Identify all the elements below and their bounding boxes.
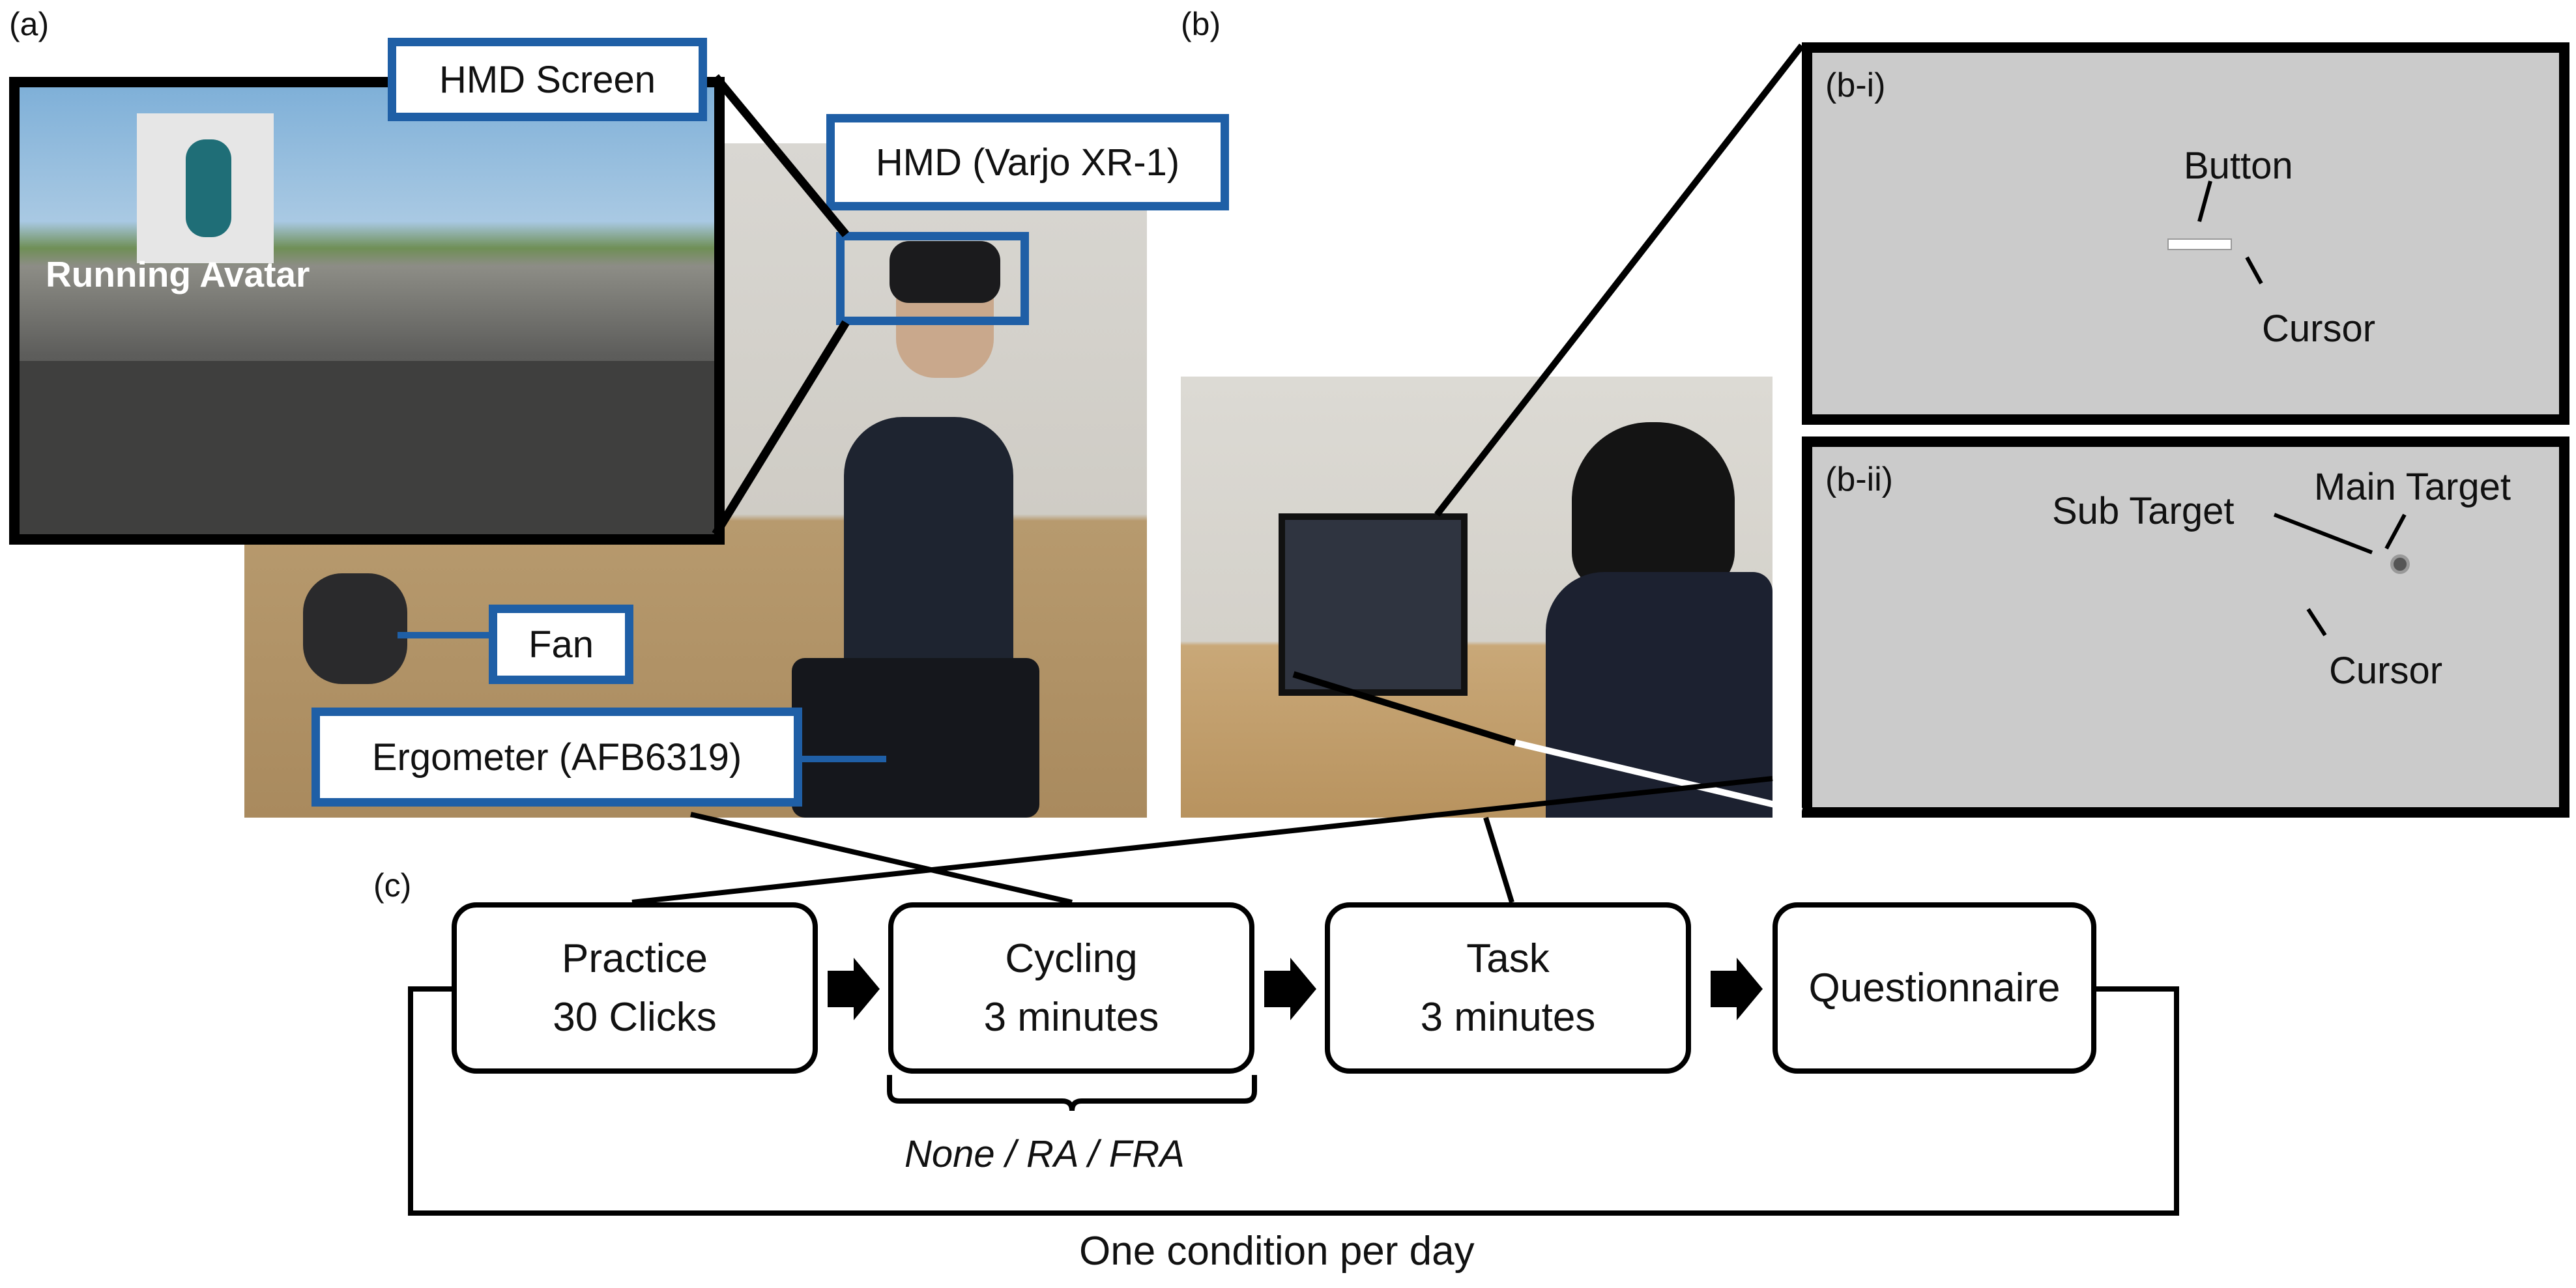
- flow-step-cycling-line2: 3 minutes: [983, 994, 1159, 1040]
- flow-step-task-line2: 3 minutes: [1420, 994, 1596, 1040]
- flow-step-cycling-line1: Cycling: [1005, 936, 1138, 981]
- panel-label-b-ii: (b-ii): [1825, 461, 1893, 498]
- hmd-device-shape: [890, 241, 1000, 303]
- running-avatar-shape: [186, 139, 231, 237]
- panel-label-a: (a): [9, 6, 50, 42]
- flow-step-practice-line2: 30 Clicks: [553, 994, 717, 1040]
- flow-step-questionnaire: Questionnaire: [1773, 902, 2096, 1074]
- flow-step-task-line1: Task: [1466, 936, 1550, 981]
- fan-shape: [303, 573, 407, 684]
- flow-step-practice: Practice 30 Clicks: [452, 902, 818, 1074]
- flow-step-cycling: Cycling 3 minutes: [888, 902, 1254, 1074]
- fan-label: Fan: [489, 605, 633, 684]
- loop-label: One condition per day: [1079, 1229, 1475, 1274]
- cursor-label-b-i: Cursor: [2262, 308, 2376, 350]
- person-head-shape: [1572, 422, 1735, 592]
- sub-target-label: Sub Target: [2052, 490, 2235, 532]
- screen-panel-b-i: (b-i) Button Cursor: [1802, 42, 2569, 425]
- road-shape: [20, 361, 714, 534]
- flow-step-task: Task 3 minutes: [1325, 902, 1691, 1074]
- button-target-shape: [2167, 238, 2232, 250]
- conditions-label: None / RA / FRA: [904, 1133, 1185, 1175]
- hmd-screen-label: HMD Screen: [388, 38, 707, 121]
- cursor-label-b-ii: Cursor: [2329, 650, 2443, 692]
- monitor-shape: [1279, 513, 1468, 696]
- running-avatar-label: Running Avatar: [46, 254, 310, 294]
- rider-body-shape: [844, 417, 1013, 691]
- main-target-label: Main Target: [2314, 466, 2511, 508]
- avatar-billboard: [137, 113, 274, 263]
- main-target-shape: [2390, 554, 2410, 574]
- panel-label-c: (c): [373, 867, 412, 904]
- flow-step-practice-line1: Practice: [562, 936, 708, 981]
- panel-label-b-i: (b-i): [1825, 66, 1886, 104]
- desk-task-photo: [1181, 377, 1773, 818]
- ergometer-label: Ergometer (AFB6319): [311, 708, 802, 807]
- ergometer-shape: [792, 658, 1039, 818]
- flow-step-questionnaire-line1: Questionnaire: [1808, 965, 2061, 1010]
- screen-panel-b-ii: (b-ii) Sub Target Main Target Cursor: [1802, 436, 2569, 818]
- button-label: Button: [2184, 145, 2293, 187]
- hmd-label: HMD (Varjo XR-1): [826, 114, 1229, 210]
- hmd-highlight-box: [836, 232, 1029, 325]
- hmd-screen-view: Running Avatar: [9, 77, 725, 545]
- panel-label-b: (b): [1181, 6, 1221, 42]
